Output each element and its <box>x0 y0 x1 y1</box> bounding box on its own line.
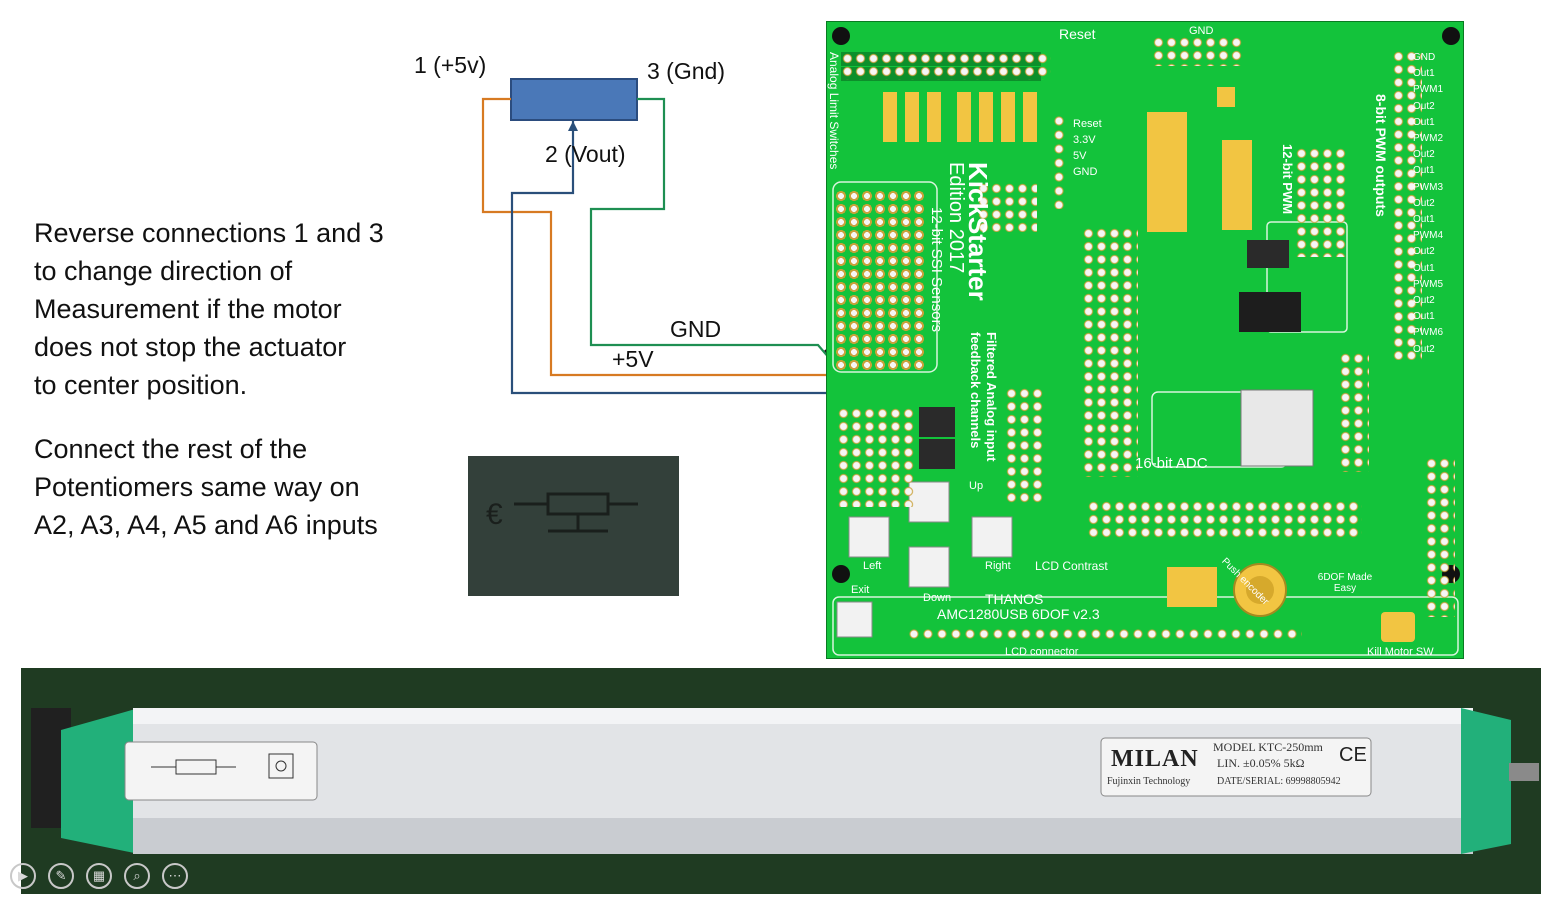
pwm-pin-6: Out2 <box>1413 149 1435 161</box>
feedback-label: feedback channels <box>968 332 983 449</box>
ce-mark: CE <box>1339 744 1367 766</box>
pad-grid-io <box>1339 352 1369 472</box>
pwm-pin-15: Out2 <box>1413 295 1435 307</box>
play-icon[interactable]: ▶ <box>10 863 36 889</box>
analog-input-label: Filtered Analog input <box>984 332 999 462</box>
pad-grid-ssi <box>977 182 1037 232</box>
pwm-pin-13: Out1 <box>1413 262 1435 274</box>
pwm12-label: 12-bit PWM <box>1280 144 1295 215</box>
pwm-pin-16: Out1 <box>1413 311 1435 323</box>
nav-exit-label: Exit <box>851 584 870 596</box>
top-gnd-label: GND <box>1189 25 1214 37</box>
more-icon[interactable]: ⋯ <box>162 863 188 889</box>
reset-pin-3: GND <box>1073 166 1098 178</box>
slideshow-controls: ▶ ✎ ▦ ⌕ ⋯ <box>10 863 190 891</box>
reset-pin-list: Reset 3.3V 5V GND <box>1073 116 1102 180</box>
pwm-pin-4: Out1 <box>1413 116 1435 128</box>
vcc-wire-label: +5V <box>612 346 654 372</box>
pad-grid-top <box>841 52 1051 80</box>
pad-grid-mid <box>1082 227 1138 477</box>
ssi-label: 12-bit SSI Sensors <box>928 207 945 333</box>
made-easy-label: 6DOF Made Easy <box>1317 572 1373 594</box>
gnd-wire-label: GND <box>670 316 722 342</box>
pwm-pin-5: PWM2 <box>1413 133 1443 145</box>
pwm-pin-9: Out2 <box>1413 197 1435 209</box>
zoom-icon[interactable]: ⌕ <box>124 863 150 889</box>
reset-pin-2: 5V <box>1073 150 1087 162</box>
actuator-linearity: LIN. ±0.05% 5kΩ <box>1217 756 1305 770</box>
kill-switch-pads <box>1381 612 1415 642</box>
board-brand: THANOS <box>985 591 1044 607</box>
actuator-photo: MILAN MODEL KTC-250mm LIN. ±0.05% 5kΩ Fu… <box>21 668 1541 894</box>
slides-icon[interactable]: ▦ <box>86 863 112 889</box>
instruction-paragraph-1: Reverse connections 1 and 3 to change di… <box>34 218 384 400</box>
pad-grid-analog <box>837 407 915 507</box>
pwm-pin-7: Out1 <box>1413 165 1435 177</box>
top-reset-label: Reset <box>1059 26 1096 42</box>
pwm-pin-2: PWM1 <box>1413 84 1443 96</box>
pad-grid-bottom <box>1087 500 1362 540</box>
potentiometer-symbol-photo: € <box>468 456 679 596</box>
board-model: AMC1280USB 6DOF v2.3 <box>937 606 1100 622</box>
nav-right-label: Right <box>985 560 1011 572</box>
analog-limit-label: Analog Limit Switches <box>827 52 841 170</box>
adc-label: 16-bit ADC <box>1135 455 1208 472</box>
reset-pin-1: 3.3V <box>1073 134 1096 146</box>
pin1-label: 1 (+5v) <box>414 52 487 78</box>
pwm-pin-3: Out2 <box>1413 100 1435 112</box>
pad-grid-pwm12 <box>1295 147 1347 257</box>
pwm-pin-14: PWM5 <box>1413 278 1443 290</box>
pad-grid-reset <box>1052 114 1068 209</box>
nav-up-label: Up <box>969 480 984 492</box>
wiper-arrow <box>568 121 578 131</box>
nav-left-label: Left <box>863 560 882 572</box>
board-traces <box>832 27 1460 656</box>
pad-row-lcd <box>907 627 1302 641</box>
pad-grid-jumpers <box>1005 387 1045 505</box>
wire-gnd <box>589 97 869 404</box>
pwm-outputs-label: 8-bit PWM outputs <box>1373 94 1389 217</box>
pen-icon[interactable]: ✎ <box>48 863 74 889</box>
svg-text:€: € <box>486 498 503 531</box>
kill-motor-label: Kill Motor SW <box>1367 646 1434 658</box>
pwm-pin-11: PWM4 <box>1413 230 1443 242</box>
lcd-connector-label: LCD connector <box>1005 646 1079 658</box>
pad-grid-left <box>835 190 925 370</box>
pad-grid-gnd <box>1152 36 1242 66</box>
pwm-pin-10: Out1 <box>1413 214 1435 226</box>
wire-vcc <box>481 97 859 402</box>
lcd-contrast-label: LCD Contrast <box>1035 559 1108 573</box>
pad-grid-right-lower <box>1425 457 1455 617</box>
reset-pin-0: Reset <box>1073 118 1102 130</box>
instruction-paragraph-2: Connect the rest of the Potentiomers sam… <box>34 434 378 540</box>
actuator-maker: Fujinxin Technology <box>1107 776 1191 787</box>
pin2-label: 2 (Vout) <box>545 141 626 167</box>
pin3-label: 3 (Gnd) <box>647 58 725 84</box>
pwm-pin-labels: GND Out1 PWM1 Out2 Out1 PWM2 Out2 Out1 P… <box>1413 50 1443 358</box>
actuator-illustration <box>21 668 1541 894</box>
pwm-pin-8: PWM3 <box>1413 181 1443 193</box>
pwm-pin-18: Out2 <box>1413 343 1435 355</box>
pwm-pin-12: Out2 <box>1413 246 1435 258</box>
actuator-brand: MILAN <box>1111 746 1199 772</box>
potentiometer-body <box>510 78 638 121</box>
pwm-pin-17: PWM6 <box>1413 327 1443 339</box>
board-subtitle: Edition 2017 <box>945 162 967 274</box>
pwm-pin-0: GND <box>1413 52 1436 63</box>
instructions: Reverse connections 1 and 3 to change di… <box>34 214 434 570</box>
controller-board: KickStarter Edition 2017 12-bit SSI Sens… <box>826 21 1464 659</box>
actuator-serial: DATE/SERIAL: 69998805942 <box>1217 776 1341 787</box>
actuator-model: MODEL KTC-250mm <box>1213 740 1323 754</box>
nav-down-label: Down <box>923 592 952 604</box>
pwm-pin-1: Out1 <box>1413 68 1435 80</box>
pad-grid-right <box>1392 50 1422 360</box>
